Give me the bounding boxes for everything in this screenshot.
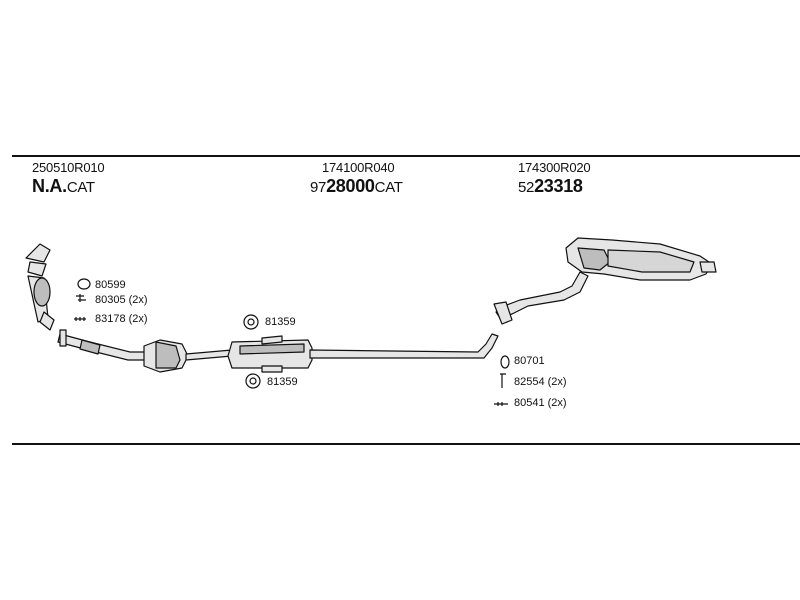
code-rear-main: 23318 <box>534 176 583 196</box>
code-middle-suffix: CAT <box>374 179 403 196</box>
catalytic-converter-part <box>143 339 189 373</box>
fitting-middle-bottom: 81359 <box>267 376 298 388</box>
spring-clip-icon-rear <box>494 402 508 406</box>
code-front-suffix: CAT <box>66 179 95 196</box>
bottom-rule <box>12 443 800 445</box>
rubber-hanger-icon <box>500 355 510 369</box>
fitting-rear-2: 82554 (2x) <box>514 376 567 388</box>
code-middle-prefix: 97 <box>310 179 327 196</box>
bolt-icon <box>76 294 86 302</box>
gasket-icon-top <box>243 314 259 330</box>
fitting-front-2: 80305 (2x) <box>95 294 148 306</box>
front-downpipe-part <box>25 243 55 331</box>
top-rule <box>12 155 800 157</box>
fitting-front-3: 83178 (2x) <box>95 313 148 325</box>
fitting-front-1: 80599 <box>95 279 126 291</box>
fitting-rear-3: 80541 (2x) <box>514 397 567 409</box>
bolt-icon-rear <box>500 373 506 388</box>
middle-silencer-part <box>227 335 313 373</box>
tail-pipe-part <box>309 333 499 359</box>
intermediate-pipe-part <box>185 349 233 361</box>
code-rear-prefix: 52 <box>518 179 535 196</box>
code-middle-main: 28000 <box>326 176 375 196</box>
fitting-rear-1: 80701 <box>514 355 545 367</box>
front-pipe-part <box>57 329 151 361</box>
spring-clip-icon <box>74 317 86 321</box>
gasket-icon-bottom <box>245 373 261 389</box>
part-number-front: 250510R010 <box>32 160 105 175</box>
code-rear: 5223318 <box>518 176 583 197</box>
part-number-rear: 174300R020 <box>518 160 591 175</box>
code-middle: 9728000CAT <box>310 176 403 197</box>
code-front-main: N.A. <box>32 176 67 196</box>
part-number-middle: 174100R040 <box>322 160 395 175</box>
fitting-middle-top: 81359 <box>265 316 296 328</box>
rear-silencer-part <box>493 237 717 325</box>
clamp-ring-icon <box>77 278 91 290</box>
code-front: N.A.CAT <box>32 176 95 197</box>
